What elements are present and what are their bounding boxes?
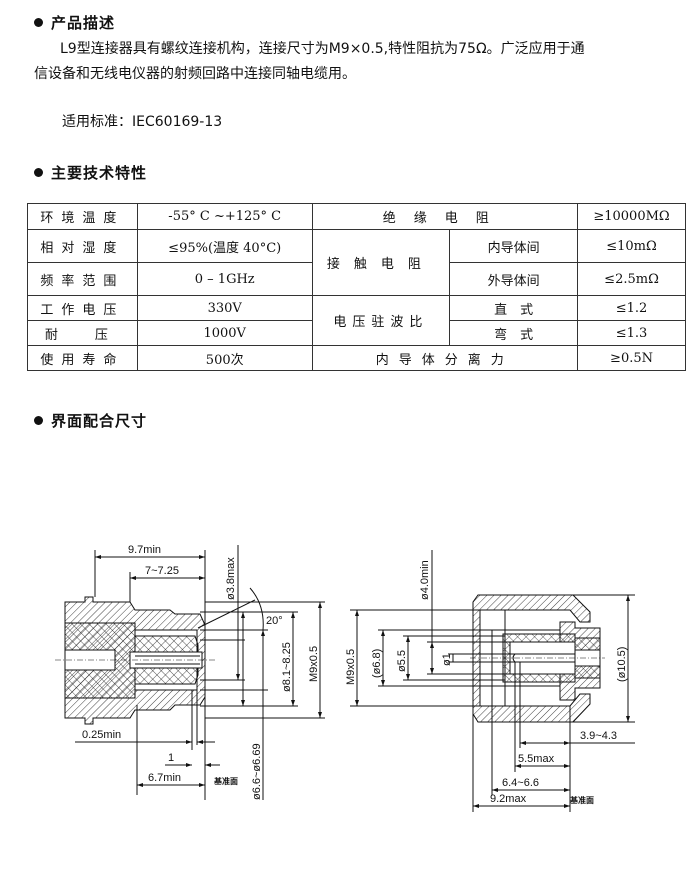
cell-label: 相对湿度 bbox=[27, 229, 138, 263]
dim-3.8max: ø3.8max bbox=[225, 557, 237, 600]
cell-label: 内导体分离力 bbox=[311, 345, 579, 371]
table-row: 相对湿度 ≤95%(温度 40°C) 接触电阻 内导体间 ≤10mΩ bbox=[27, 229, 686, 296]
table-row: 频率范围 0 – 1GHz 外导体间 ≤2.5mΩ bbox=[27, 262, 686, 296]
dim-5.5max: 5.5max bbox=[518, 753, 555, 765]
left-connector-drawing bbox=[55, 545, 325, 800]
dim-4.0min: ø4.0min bbox=[419, 560, 431, 600]
section-heading-interface: 界面配合尺寸 bbox=[34, 410, 147, 431]
cell-label: 环境温度 bbox=[27, 203, 138, 230]
dim-6.4-6.6: 6.4~6.6 bbox=[502, 777, 539, 789]
specs-table: 环境温度 -55° C ~+125° C 绝缘电阻 ≥10000MΩ 相对湿度 … bbox=[27, 203, 686, 371]
bullet-icon bbox=[34, 18, 43, 27]
cell-value: -55° C ~+125° C bbox=[136, 203, 313, 230]
cell-value: ≤10mΩ bbox=[577, 229, 686, 263]
heading-text: 产品描述 bbox=[51, 14, 116, 32]
cell-value: 330V bbox=[136, 295, 313, 321]
dim-3.9-4.3: 3.9~4.3 bbox=[580, 730, 617, 742]
cell-value: 500次 bbox=[136, 345, 313, 371]
dim-6.6-6.69: ø6.6~ø6.69 bbox=[251, 743, 263, 800]
cell-label: 电压驻波比 bbox=[311, 295, 451, 346]
dim-9.2max: 9.2max bbox=[490, 793, 527, 805]
table-row: 环境温度 -55° C ~+125° C 绝缘电阻 ≥10000MΩ bbox=[27, 203, 686, 230]
right-connector-drawing bbox=[350, 550, 635, 812]
description-line-1: L9型连接器具有螺纹连接机构，连接尺寸为M9×0.5,特性阻抗为75Ω。广泛应用… bbox=[60, 41, 585, 57]
bullet-icon bbox=[34, 416, 43, 425]
cell-value: ≥10000MΩ bbox=[577, 203, 686, 230]
dim-8.1-8.25: ø8.1~8.25 bbox=[281, 642, 293, 692]
dim-1: 1 bbox=[168, 752, 174, 764]
reference-plane-label: 基准面 bbox=[213, 776, 238, 786]
dim-20deg: 20° bbox=[266, 615, 283, 627]
section-heading-specs: 主要技术特性 bbox=[34, 162, 147, 183]
cell-label: 直 式 bbox=[449, 295, 579, 321]
cell-label: 接触电阻 bbox=[311, 229, 451, 296]
dim-10.5: (ø10.5) bbox=[616, 647, 628, 682]
cell-value: 1000V bbox=[136, 320, 313, 346]
cell-value: ≤2.5mΩ bbox=[577, 262, 686, 296]
applicable-standard: 适用标准：IEC60169-13 bbox=[62, 114, 223, 130]
dim-7-7.25: 7~7.25 bbox=[145, 565, 179, 577]
dim-m9x0.5: M9x0.5 bbox=[345, 649, 357, 685]
cell-label: 耐 压 bbox=[27, 320, 138, 346]
dim-6.7min: 6.7min bbox=[148, 772, 181, 784]
heading-text: 界面配合尺寸 bbox=[51, 412, 148, 430]
table-row: 耐 压 1000V 弯 式 ≤1.3 bbox=[27, 320, 686, 346]
description-line-2: 信设备和无线电仪器的射频回路中连接同轴电缆用。 bbox=[34, 66, 356, 82]
dim-5.5: ø5.5 bbox=[396, 650, 408, 672]
reference-plane-label: 基准面 bbox=[569, 795, 594, 805]
bullet-icon bbox=[34, 168, 43, 177]
dim-9.7min: 9.7min bbox=[128, 544, 161, 556]
cell-value: 0 – 1GHz bbox=[136, 262, 313, 296]
dim-6.8: (ø6.8) bbox=[371, 649, 383, 678]
cell-label: 内导体间 bbox=[449, 229, 579, 263]
cell-label: 工作电压 bbox=[27, 295, 138, 321]
heading-text: 主要技术特性 bbox=[51, 164, 148, 182]
dim-m9x0.5: M9x0.5 bbox=[308, 646, 320, 682]
section-heading-description: 产品描述 bbox=[34, 12, 115, 33]
table-row: 工作电压 330V 电压驻波比 直 式 ≤1.2 bbox=[27, 295, 686, 346]
cell-value: ≤1.3 bbox=[577, 320, 686, 346]
cell-value: ≤95%(温度 40°C) bbox=[136, 229, 313, 263]
cell-label: 频率范围 bbox=[27, 262, 138, 296]
dim-1: ø1 bbox=[441, 653, 453, 666]
cell-label: 使用寿命 bbox=[27, 345, 138, 371]
cell-label: 外导体间 bbox=[449, 262, 579, 296]
cell-label: 弯 式 bbox=[449, 320, 579, 346]
table-row: 使用寿命 500次 内导体分离力 ≥0.5N bbox=[27, 345, 686, 371]
dim-0.25min: 0.25min bbox=[82, 729, 121, 741]
cell-value: ≥0.5N bbox=[577, 345, 686, 371]
